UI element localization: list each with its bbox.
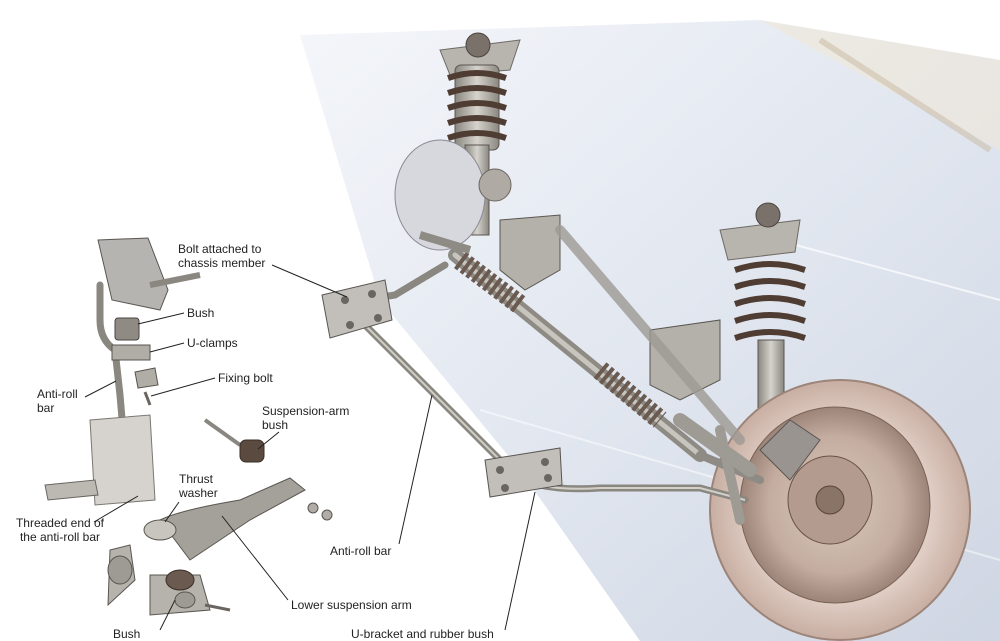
right-coil-spring xyxy=(734,261,806,341)
leader-thrust-washer xyxy=(164,501,180,523)
label-bush-bottom: Bush xyxy=(113,627,141,641)
leader-threaded-end xyxy=(93,495,139,523)
leader-bush-top xyxy=(137,312,185,325)
label-suspension-arm-bush: Suspension-arm bush xyxy=(262,404,350,432)
label-threaded-end: Threaded end of the anti-roll bar xyxy=(15,516,105,544)
steering-rack xyxy=(418,214,764,484)
label-fixing-bolt: Fixing bolt xyxy=(218,371,273,385)
lower-arm-installed xyxy=(673,413,757,525)
left-coil-spring xyxy=(447,70,507,141)
leader-suspension-arm-bush xyxy=(257,431,280,450)
label-lower-suspension-arm: Lower suspension arm xyxy=(291,598,412,612)
leader-u-bracket xyxy=(504,491,536,631)
chassis-bracket xyxy=(321,279,393,339)
leader-lines xyxy=(84,264,536,631)
leader-anti-roll-bar-left xyxy=(84,380,117,398)
label-bolt-attached: Bolt attached to chassis member xyxy=(178,242,266,270)
label-anti-roll-bar-left: Anti-roll bar xyxy=(37,387,78,415)
front-wheel xyxy=(709,379,971,641)
exploded-parts xyxy=(44,237,333,616)
leader-u-clamps xyxy=(149,342,185,353)
label-u-bracket: U-bracket and rubber bush xyxy=(351,627,494,641)
left-strut xyxy=(394,32,521,251)
label-bush-top: Bush xyxy=(187,306,215,320)
label-thrust-washer: Thrust washer xyxy=(179,472,218,500)
label-u-clamps: U-clamps xyxy=(187,336,238,350)
u-bracket-drawing xyxy=(484,447,563,498)
leader-bolt-attached xyxy=(271,264,348,298)
leader-fixing-bolt xyxy=(150,377,216,397)
leader-bush-bottom xyxy=(159,599,176,631)
label-anti-roll-bar-center: Anti-roll bar xyxy=(330,544,392,558)
leader-anti-roll-bar-center xyxy=(398,394,433,545)
leader-lower-suspension-arm xyxy=(221,515,289,601)
